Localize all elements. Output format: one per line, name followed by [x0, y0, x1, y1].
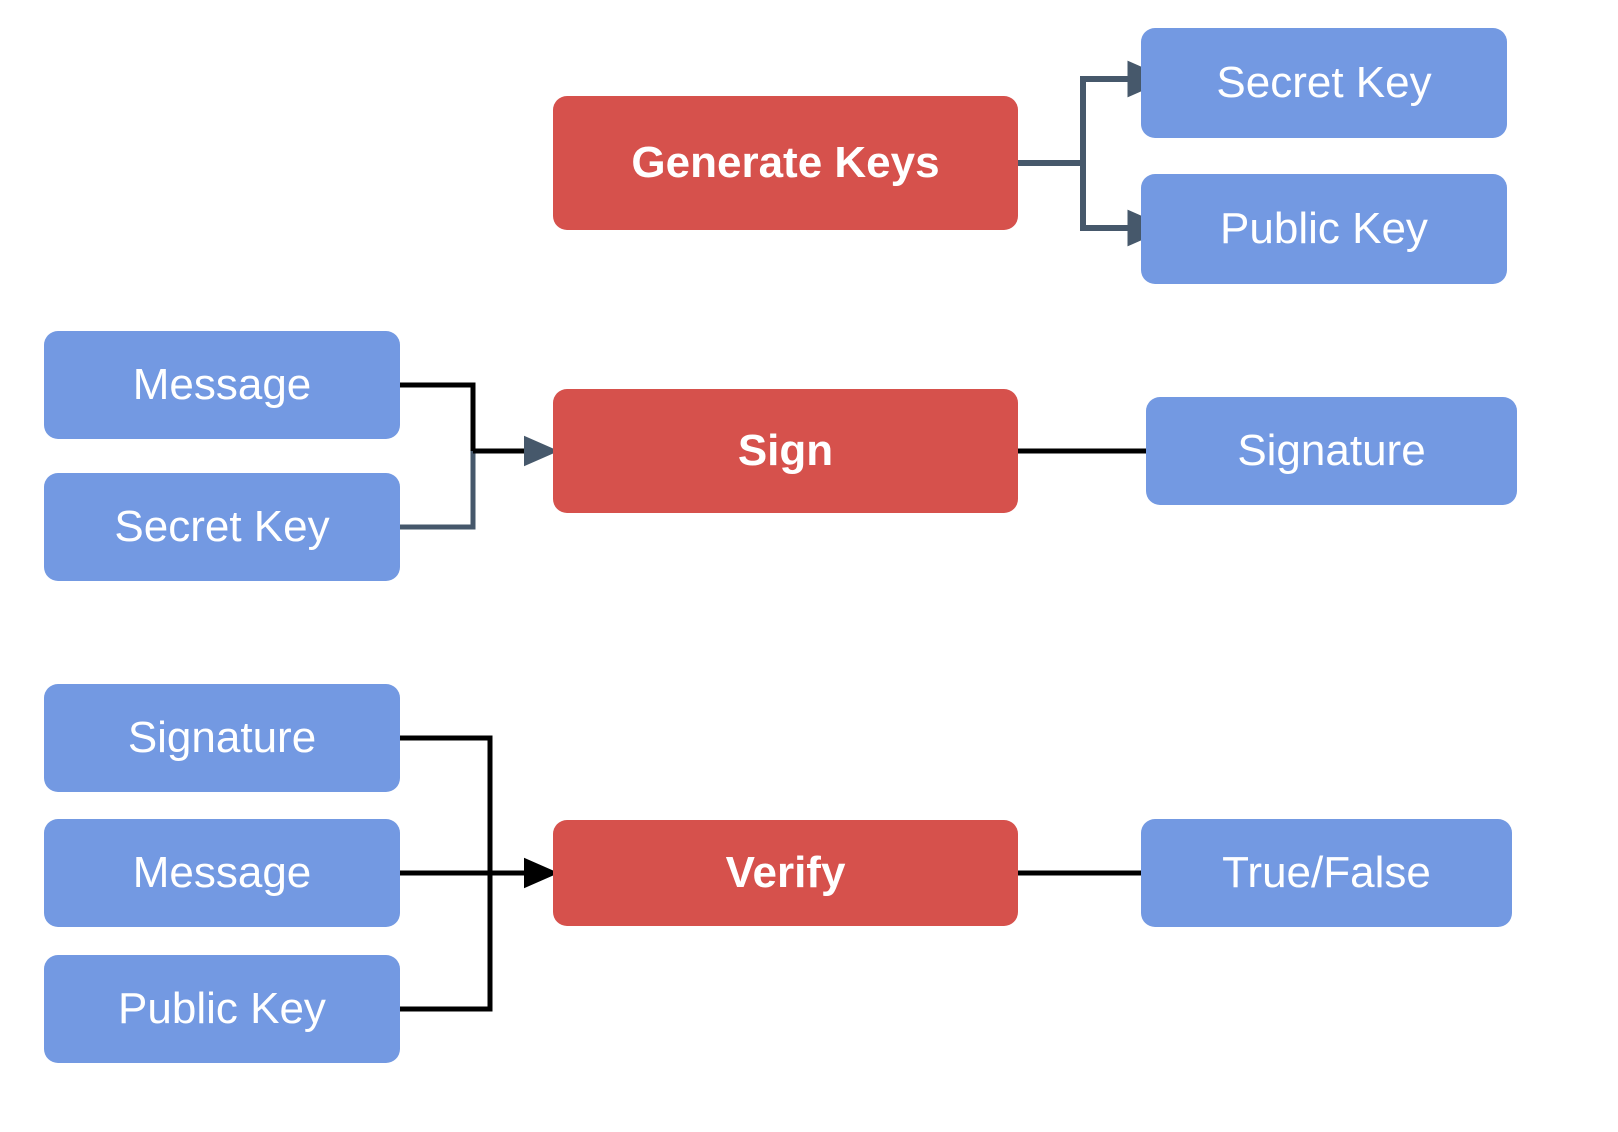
- node-verify-input-public-key[interactable]: Public Key: [44, 955, 400, 1063]
- node-verify-input-message-label: Message: [132, 847, 312, 897]
- node-sign-input-message-label: Message: [132, 359, 312, 409]
- node-public-key-output[interactable]: Public Key: [1141, 174, 1507, 284]
- node-signature-output-label: Signature: [1237, 425, 1426, 475]
- node-verify-input-public-key-label: Public Key: [118, 983, 326, 1033]
- node-secret-key-output-label: Secret Key: [1216, 57, 1432, 107]
- node-generate-keys[interactable]: Generate Keys: [553, 96, 1018, 230]
- node-secret-key-output[interactable]: Secret Key: [1141, 28, 1507, 138]
- edge-inputs-to-verify: [400, 735, 559, 1012]
- node-verify-input-signature-label: Signature: [127, 712, 317, 762]
- edge-inputs-to-sign: [400, 382, 559, 530]
- node-sign-input-message[interactable]: Message: [44, 331, 400, 439]
- node-verify-input-signature[interactable]: Signature: [44, 684, 400, 792]
- node-signature-output[interactable]: Signature: [1146, 397, 1517, 505]
- node-sign[interactable]: Sign: [553, 389, 1018, 513]
- node-public-key-output-label: Public Key: [1220, 203, 1428, 253]
- node-sign-input-secret-key[interactable]: Secret Key: [44, 473, 400, 581]
- node-sign-input-secret-key-label: Secret Key: [114, 501, 330, 551]
- node-verify-input-message[interactable]: Message: [44, 819, 400, 927]
- node-generate-keys-label: Generate Keys: [631, 137, 940, 187]
- node-verify-output-truefalse-label: True/False: [1222, 847, 1431, 897]
- node-sign-label: Sign: [737, 425, 834, 475]
- node-verify[interactable]: Verify: [553, 820, 1018, 926]
- node-verify-label: Verify: [725, 847, 846, 897]
- node-verify-output-truefalse[interactable]: True/False: [1141, 819, 1512, 927]
